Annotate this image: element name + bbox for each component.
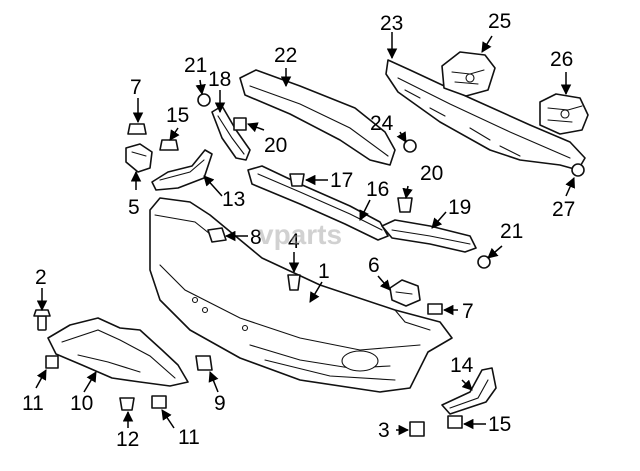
callout-11a: 11 bbox=[22, 392, 44, 415]
callout-20b: 20 bbox=[420, 162, 443, 185]
callout-21a: 21 bbox=[184, 54, 207, 77]
callout-15b: 15 bbox=[488, 413, 511, 436]
callout-12: 12 bbox=[116, 428, 139, 451]
callout-27: 27 bbox=[552, 198, 575, 221]
callout-11b: 11 bbox=[178, 426, 200, 449]
bumper-reinforcement-part bbox=[385, 59, 586, 171]
callout-labels: 1 2 3 4 5 6 7 7 8 9 10 11 11 12 13 14 15… bbox=[22, 10, 575, 451]
side-bracket-18-part bbox=[211, 105, 251, 161]
callout-15a: 15 bbox=[166, 104, 189, 127]
callout-13: 13 bbox=[222, 188, 245, 211]
bracket-26-part bbox=[539, 93, 589, 135]
energy-absorber-part bbox=[239, 69, 396, 166]
upper-retainer-part bbox=[247, 165, 389, 241]
callout-19: 19 bbox=[448, 196, 471, 219]
callout-22: 22 bbox=[274, 44, 297, 67]
callout-18: 18 bbox=[208, 68, 231, 91]
callout-17: 17 bbox=[330, 169, 353, 192]
callout-7a: 7 bbox=[130, 76, 142, 99]
splash-shield-part bbox=[47, 317, 189, 387]
callout-23: 23 bbox=[380, 12, 403, 35]
callout-2: 2 bbox=[35, 266, 47, 289]
callout-6: 6 bbox=[368, 254, 380, 277]
bracket-6-part bbox=[389, 279, 421, 307]
callout-7b: 7 bbox=[462, 300, 474, 323]
callout-1: 1 bbox=[318, 260, 330, 283]
vparts-watermark: vparts bbox=[258, 219, 342, 250]
callout-3: 3 bbox=[378, 419, 390, 442]
bracket-25-part bbox=[441, 51, 496, 97]
callout-25: 25 bbox=[488, 10, 511, 33]
side-retainer-part bbox=[381, 219, 477, 253]
callout-4: 4 bbox=[288, 230, 300, 253]
callout-8: 8 bbox=[250, 226, 262, 249]
bumper-cover-part bbox=[149, 197, 453, 393]
leader-lines bbox=[35, 32, 575, 436]
callout-21b: 21 bbox=[500, 220, 523, 243]
callout-10: 10 bbox=[70, 392, 93, 415]
callout-14: 14 bbox=[450, 354, 474, 377]
bumper-bracket-13-part bbox=[151, 149, 213, 191]
callout-24: 24 bbox=[370, 112, 394, 135]
fasteners bbox=[33, 93, 585, 437]
callout-26: 26 bbox=[550, 48, 573, 71]
callout-5: 5 bbox=[128, 196, 140, 219]
callout-9: 9 bbox=[214, 392, 226, 415]
bracket-5-part bbox=[125, 143, 153, 173]
callout-20a: 20 bbox=[264, 134, 287, 157]
callout-16: 16 bbox=[366, 178, 389, 201]
